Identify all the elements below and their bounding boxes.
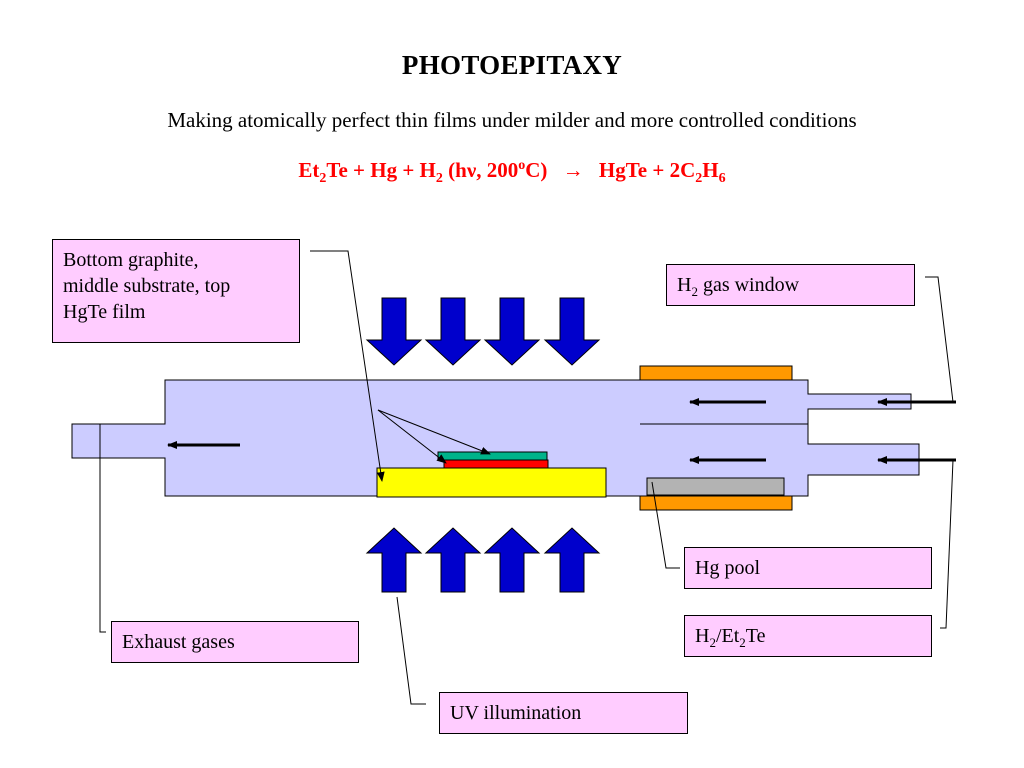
leader-h2-et2te [940, 459, 954, 629]
uv-arrows-bottom [365, 527, 601, 593]
uv-arrow-down-icon [543, 297, 601, 366]
leader-exhaust [99, 458, 106, 633]
leader-substrate-film [377, 409, 491, 455]
leader-substrate-layer [377, 409, 447, 464]
label-uv-illumination: UV illumination [439, 692, 688, 734]
leader-substrate [310, 250, 385, 482]
uv-arrow-up-icon [365, 527, 423, 593]
uv-arrow-up-icon [543, 527, 601, 593]
heater-bottom [639, 495, 793, 511]
graphite-susceptor [376, 467, 607, 498]
page-subtitle: Making atomically perfect thin films und… [167, 108, 857, 132]
page-title: PHOTOEPITAXY [401, 50, 623, 80]
hgte-film [437, 451, 548, 461]
label-substrate-stack: Bottom graphite, middle substrate, top H… [52, 239, 300, 343]
uv-arrow-up-icon [424, 527, 482, 593]
uv-arrow-down-icon [365, 297, 423, 366]
heater-top [639, 365, 793, 381]
reaction-equation: Et2Te + Hg + H2 (hν, 200oC) → HgTe + 2C2… [298, 158, 726, 187]
hg-pool [646, 477, 785, 496]
uv-arrows-top [365, 297, 601, 366]
leader-h2-window [925, 276, 954, 403]
leader-uv [396, 596, 426, 705]
label-exhaust-gases: Exhaust gases [111, 621, 359, 663]
leader-lines [99, 250, 954, 705]
uv-arrow-up-icon [483, 527, 541, 593]
uv-arrow-down-icon [483, 297, 541, 366]
label-h2-gas-window: H2 gas window [666, 264, 915, 306]
uv-arrow-down-icon [424, 297, 482, 366]
leader-hg-pool [651, 481, 680, 569]
label-h2-et2te: H2/Et2Te [684, 615, 932, 657]
reaction-arrow: → [562, 158, 584, 182]
label-hg-pool: Hg pool [684, 547, 932, 589]
substrate-layer [443, 459, 549, 469]
